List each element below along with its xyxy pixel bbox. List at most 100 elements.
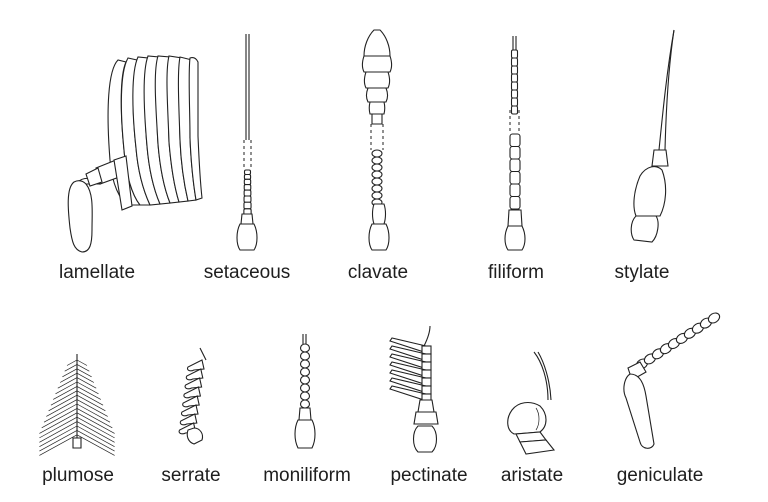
- label-filiform: filiform: [488, 262, 544, 283]
- plumose-hair: [76, 377, 97, 389]
- moniliform-segment: [299, 391, 311, 401]
- plumose-hair: [55, 381, 78, 395]
- label-geniculate: geniculate: [616, 465, 704, 486]
- setaceous-segment: [243, 201, 252, 210]
- plumose-hair: [76, 425, 115, 447]
- plumose-hair: [76, 381, 99, 395]
- serrate-segment: [179, 413, 198, 426]
- moniliform-segment: [299, 367, 311, 377]
- filiform-segment: [509, 195, 521, 210]
- lamellate-antenna-drawing: [67, 55, 203, 253]
- setaceous-segment: [243, 173, 252, 180]
- plumose-hair: [76, 399, 108, 417]
- moniliform-segment: [299, 343, 311, 353]
- plumose-hair: [64, 364, 78, 372]
- pectinate-segment: [421, 345, 432, 355]
- serrate-segment: [186, 359, 205, 372]
- label-pectinate: pectinate: [390, 465, 468, 486]
- serrate-segment: [185, 368, 204, 381]
- filiform-segment: [509, 158, 521, 173]
- pectinate-segment: [421, 361, 432, 371]
- serrate-segment: [184, 377, 203, 390]
- aristate-antenna-drawing: [507, 351, 556, 455]
- clavate-segment: [371, 163, 383, 172]
- plumose-antenna-drawing: [39, 354, 115, 456]
- setaceous-segment: [243, 195, 252, 203]
- moniliform-segment: [299, 375, 311, 385]
- filiform-segment: [509, 145, 521, 160]
- label-aristate: aristate: [500, 465, 564, 486]
- filiform-antenna-drawing: [504, 36, 526, 251]
- plumose-hair: [76, 364, 90, 372]
- plumose-hair: [76, 368, 92, 378]
- plumose-hair: [39, 421, 78, 443]
- clavate-segment: [371, 191, 383, 200]
- geniculate-segment: [707, 312, 721, 324]
- clavate-segment: [371, 184, 383, 193]
- filiform-segment: [509, 170, 521, 185]
- filiform-segment: [510, 81, 519, 91]
- setaceous-segment: [243, 169, 252, 176]
- filiform-segment: [510, 65, 519, 75]
- pectinate-segment: [421, 377, 432, 387]
- label-clavate: clavate: [347, 262, 409, 283]
- pectinate-segment: [421, 369, 432, 379]
- moniliform-segment: [299, 359, 311, 369]
- plumose-hair: [48, 394, 78, 412]
- geniculate-antenna-drawing: [623, 312, 721, 449]
- clavate-segment: [371, 156, 383, 165]
- filiform-segment: [510, 89, 519, 99]
- filiform-segment: [509, 183, 521, 198]
- clavate-antenna-drawing: [361, 29, 393, 251]
- plumose-hair: [76, 412, 115, 434]
- plumose-hair: [76, 390, 104, 406]
- plumose-hair: [66, 359, 78, 366]
- plumose-hair: [76, 416, 115, 439]
- plumose-hair: [53, 386, 78, 400]
- filiform-segment: [509, 133, 521, 148]
- pectinate-segment: [421, 353, 432, 363]
- filiform-segment: [510, 73, 519, 83]
- plumose-hair: [76, 421, 115, 443]
- plumose-hair: [39, 425, 78, 447]
- plumose-hair: [46, 399, 78, 417]
- label-moniliform: moniliform: [263, 465, 351, 486]
- setaceous-antenna-drawing: [236, 34, 258, 251]
- label-lamellate: lamellate: [58, 262, 136, 283]
- serrate-antenna-drawing: [178, 347, 207, 445]
- filiform-segment: [510, 105, 519, 115]
- plumose-hair: [76, 434, 115, 456]
- setaceous-segment: [243, 178, 252, 186]
- plumose-hair: [57, 377, 78, 389]
- plumose-hair: [39, 416, 78, 439]
- plumose-hair: [41, 408, 78, 429]
- serrate-segment: [182, 395, 200, 408]
- label-stylate: stylate: [614, 262, 670, 283]
- moniliform-antenna-drawing: [294, 334, 316, 449]
- filiform-segment: [510, 57, 519, 67]
- pectinate-segment: [421, 385, 432, 395]
- plumose-hair: [43, 403, 78, 423]
- moniliform-segment: [299, 351, 311, 361]
- plumose-hair: [39, 434, 78, 456]
- serrate-segment: [183, 386, 202, 399]
- plumose-hair: [39, 412, 78, 434]
- label-serrate: serrate: [161, 465, 221, 486]
- plumose-hair: [76, 359, 88, 366]
- plumose-hair: [62, 368, 78, 378]
- label-plumose: plumose: [42, 465, 114, 486]
- plumose-hair: [76, 403, 111, 423]
- clavate-segment: [371, 177, 383, 186]
- plumose-hair: [39, 430, 78, 452]
- plumose-hair: [76, 394, 106, 412]
- moniliform-segment: [299, 383, 311, 393]
- plumose-hair: [76, 408, 113, 429]
- moniliform-segment: [299, 399, 311, 409]
- serrate-segment: [180, 404, 199, 417]
- plumose-hair: [76, 372, 95, 383]
- plumose-hair: [59, 372, 78, 383]
- clavate-segment: [371, 149, 383, 158]
- stylate-antenna-drawing: [630, 29, 675, 243]
